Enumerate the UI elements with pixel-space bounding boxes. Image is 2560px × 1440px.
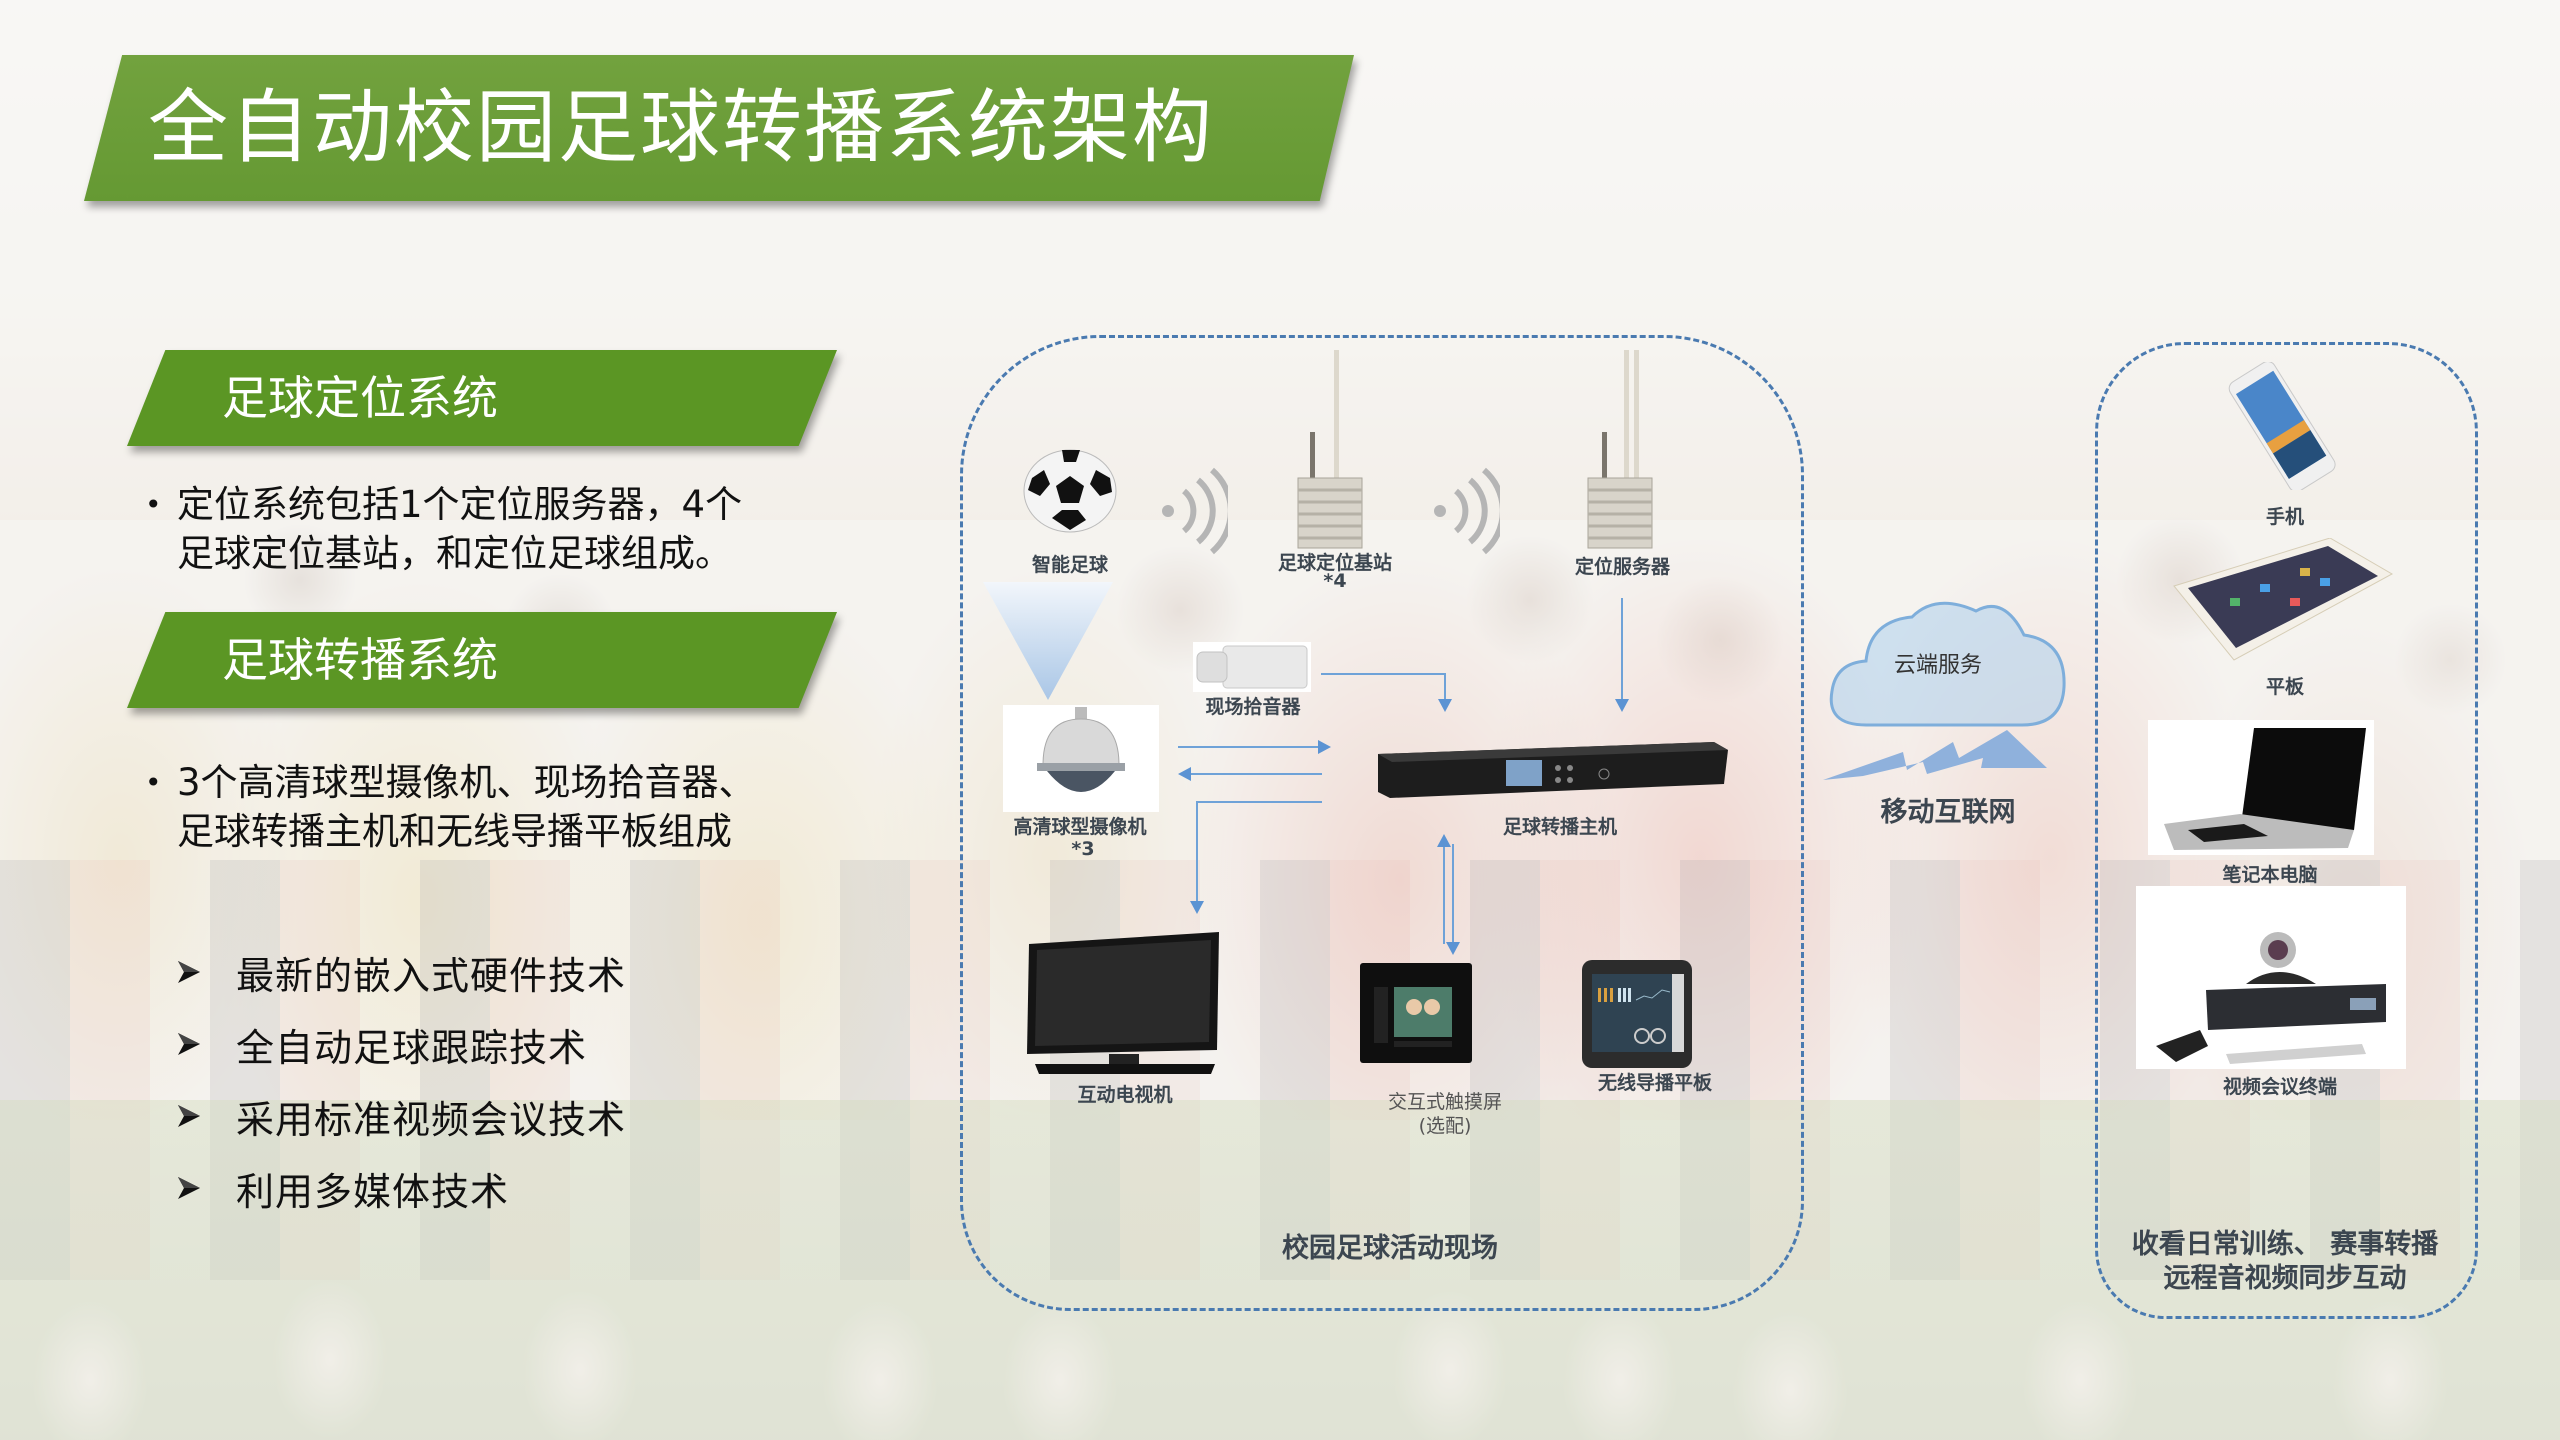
- arrow-left-icon: [1178, 767, 1191, 781]
- device-label: 视频会议终端: [2222, 1076, 2337, 1098]
- device-label: 笔记本电脑: [2222, 864, 2318, 886]
- device-label: 足球转播主机: [1502, 816, 1617, 838]
- camera-view-cone-icon: [983, 582, 1113, 704]
- connector-line: [1621, 598, 1623, 700]
- device-label: 平板: [2265, 676, 2304, 698]
- connector-line: [1178, 746, 1318, 748]
- feature-item: 利用多媒体技术: [176, 1152, 626, 1224]
- section-header-positioning: 足球定位系统: [127, 350, 837, 446]
- connector-line: [1190, 773, 1322, 775]
- page-title-banner: 全自动校园足球转播系统架构: [84, 55, 1354, 201]
- section-title: 足球转播系统: [222, 633, 498, 687]
- feature-item: 最新的嵌入式硬件技术: [176, 936, 626, 1008]
- touch-screen-icon: [1360, 963, 1472, 1067]
- position-server-icon: [1580, 350, 1660, 554]
- device-label: 手机: [2265, 506, 2304, 528]
- campus-site-group: [960, 335, 1804, 1311]
- soccer-ball-icon: [1022, 448, 1118, 538]
- feature-list: 最新的嵌入式硬件技术 全自动足球跟踪技术 采用标准视频会议技术 利用多媒体技术: [176, 936, 626, 1224]
- device-label: 高清球型摄像机: [1013, 816, 1147, 838]
- laptop-icon: [2148, 720, 2374, 855]
- section-header-broadcast: 足球转播系统: [127, 612, 837, 708]
- wireless-signal-icon: [1430, 466, 1506, 560]
- broadcast-description: • 3个高清球型摄像机、现场拾音器、 足球转播主机和无线导播平板组成: [145, 758, 756, 856]
- arrow-down-icon: [1615, 699, 1629, 712]
- device-label: 互动电视机: [1077, 1084, 1173, 1106]
- device-label: 交互式触摸屏: [1387, 1091, 1502, 1113]
- bullet-line: 足球定位基站，和定位足球组成。: [177, 532, 732, 575]
- bullet-dot-icon: •: [145, 766, 162, 799]
- rugged-tablet-icon: [1582, 960, 1692, 1072]
- device-count: *3: [1071, 838, 1095, 860]
- remote-caption-line2: 远程音视频同步互动: [2163, 1263, 2407, 1294]
- base-station-icon: [1290, 350, 1370, 554]
- bullet-line: 足球转播主机和无线导播平板组成: [177, 810, 732, 853]
- connector-line: [1452, 844, 1454, 944]
- connector-line: [1196, 801, 1198, 903]
- dome-camera-icon: [1003, 705, 1159, 812]
- device-count: *4: [1323, 570, 1347, 592]
- feature-item: 全自动足球跟踪技术: [176, 1008, 626, 1080]
- arrowhead-bullet-icon: [176, 959, 236, 985]
- connector-line: [1444, 673, 1446, 701]
- arrow-down-icon: [1446, 942, 1460, 955]
- connector-line: [1443, 844, 1445, 944]
- mobile-internet-label: 移动互联网: [1880, 797, 2016, 828]
- video-conference-terminal-icon: [2136, 886, 2406, 1069]
- arrow-down-icon: [1438, 699, 1452, 712]
- bullet-line: 定位系统包括1个定位服务器，4个: [177, 483, 743, 526]
- remote-caption-line1: 收看日常训练、 赛事转播: [2131, 1229, 2439, 1260]
- device-note: (选配): [1418, 1115, 1472, 1137]
- device-label: 无线导播平板: [1597, 1072, 1712, 1094]
- wireless-signal-icon: [1158, 466, 1234, 560]
- bullet-line: 3个高清球型摄像机、现场拾音器、: [177, 761, 756, 804]
- device-label: 智能足球: [1031, 554, 1108, 576]
- section-title: 足球定位系统: [222, 371, 498, 425]
- cloud-icon: [1826, 595, 2072, 739]
- feature-item: 采用标准视频会议技术: [176, 1080, 626, 1152]
- smartphone-icon: [2228, 361, 2338, 494]
- lightning-bolt-icon: [1823, 730, 2047, 786]
- arrowhead-bullet-icon: [176, 1103, 236, 1129]
- television-icon: [1025, 930, 1225, 1084]
- positioning-description: • 定位系统包括1个定位服务器，4个 足球定位基站，和定位足球组成。: [145, 480, 742, 578]
- bullet-dot-icon: •: [145, 488, 162, 521]
- broadcast-host-icon: [1378, 740, 1728, 804]
- connector-line: [1196, 801, 1322, 803]
- site-caption: 校园足球活动现场: [1282, 1233, 1498, 1264]
- device-label: 足球定位基站: [1277, 552, 1392, 574]
- arrow-down-icon: [1190, 901, 1204, 914]
- arrowhead-bullet-icon: [176, 1031, 236, 1057]
- device-label: 现场拾音器: [1205, 696, 1301, 718]
- cloud-label: 云端服务: [1893, 653, 1982, 678]
- arrow-up-icon: [1437, 834, 1451, 847]
- page-title: 全自动校园足球转播系统架构: [148, 81, 1214, 174]
- device-label: 定位服务器: [1574, 556, 1670, 578]
- connector-line: [1321, 673, 1445, 675]
- audio-pickup-icon: [1193, 642, 1311, 692]
- arrowhead-bullet-icon: [176, 1175, 236, 1201]
- remote-viewers-group: [2095, 342, 2478, 1319]
- tablet-icon: [2170, 537, 2394, 666]
- arrow-right-icon: [1318, 740, 1331, 754]
